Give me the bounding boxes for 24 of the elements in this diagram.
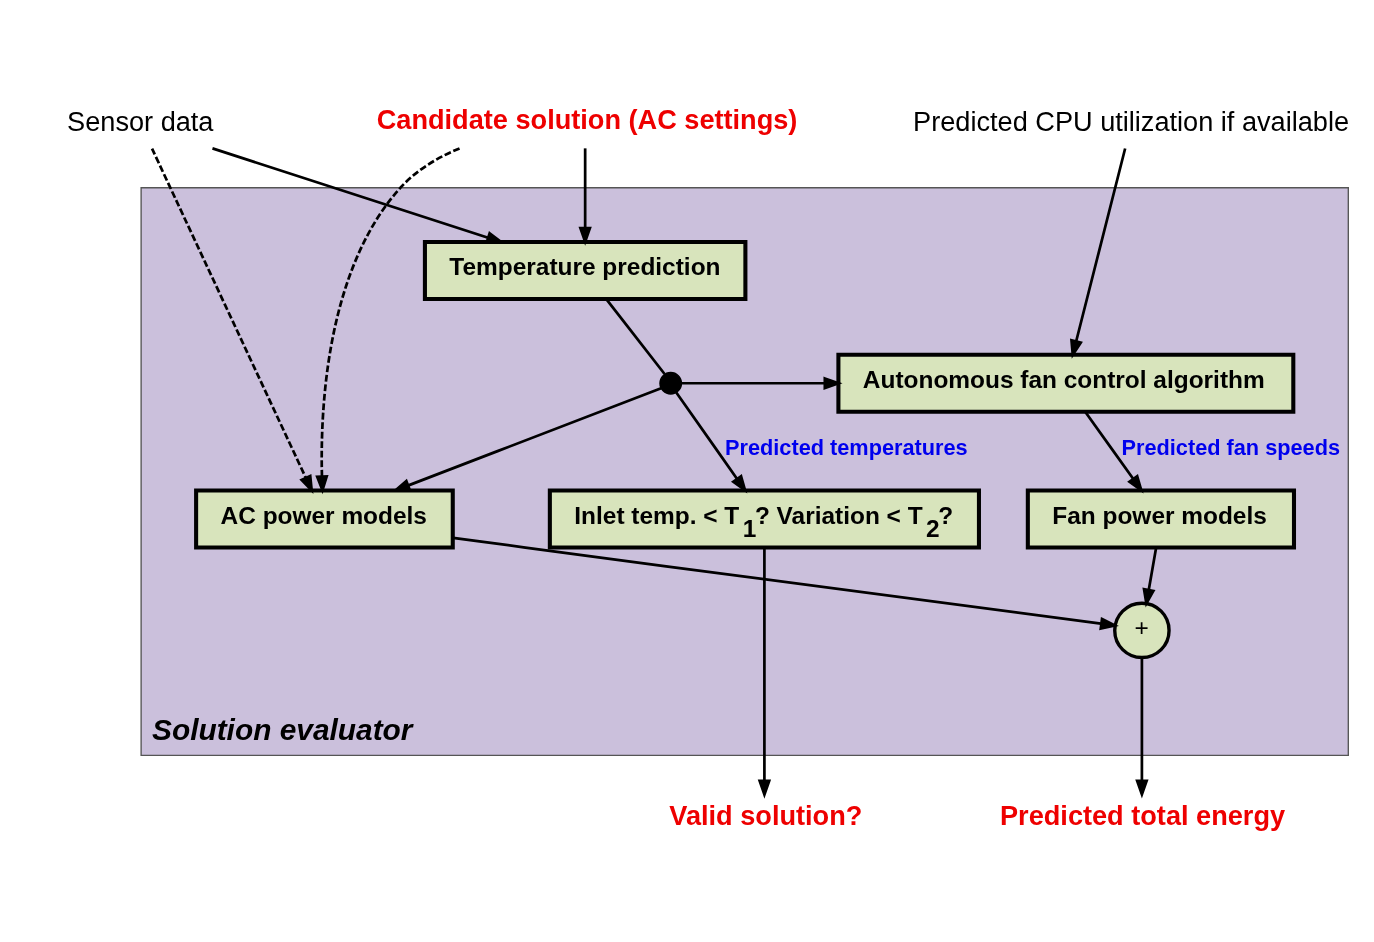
node-text: Predicted CPU utilization if available	[913, 105, 1350, 137]
edge-label: Predicted fan speeds	[1121, 434, 1341, 460]
arrow	[452, 535, 1119, 630]
node-circle: +	[1113, 601, 1171, 659]
arrow	[315, 146, 461, 494]
arrow	[1142, 547, 1158, 608]
node-text: Candidate solution (AC settings)	[376, 103, 798, 135]
node-box: Fan power models	[1025, 487, 1297, 550]
arrow	[681, 376, 843, 390]
arrow	[1069, 147, 1127, 359]
node-text: Valid solution?	[669, 799, 863, 831]
arrow	[578, 147, 592, 246]
node-text: Sensor data	[67, 105, 214, 137]
arrow	[150, 147, 314, 494]
node-box: Temperature prediction	[422, 239, 748, 301]
arrow	[1135, 657, 1149, 799]
arrow	[675, 391, 748, 493]
node-box: Autonomous fan control algorithm	[836, 352, 1296, 414]
arrow	[1084, 410, 1144, 493]
arrow	[757, 547, 772, 799]
edge-label: Predicted temperatures	[725, 434, 968, 460]
node-box: AC power models	[194, 487, 455, 550]
node-text: Predicted total energy	[1000, 799, 1286, 831]
node-circle	[659, 371, 683, 395]
